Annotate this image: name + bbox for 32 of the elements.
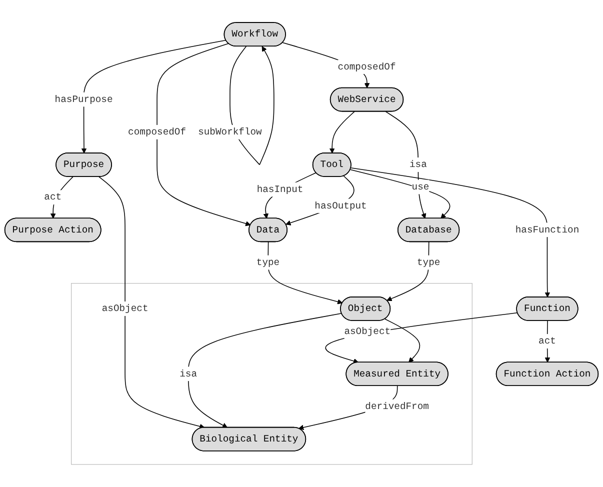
edge-label: hasInput <box>256 184 304 195</box>
arrow <box>188 313 342 428</box>
edge-label: asObject <box>102 303 148 314</box>
arrow <box>325 312 518 364</box>
edge-label: hasFunction <box>515 224 580 236</box>
edge-label: type <box>416 257 440 268</box>
arrow <box>384 318 420 363</box>
arrow <box>350 167 550 298</box>
edge-label: isa <box>180 368 197 380</box>
edge-label: subWorkflow <box>198 126 262 138</box>
arrow <box>81 40 226 154</box>
edge-label: type <box>256 257 280 268</box>
edge-label: isa <box>409 159 427 170</box>
arrow <box>50 176 74 219</box>
arrow <box>385 111 426 219</box>
edge-label: asObject <box>344 326 391 337</box>
arrow <box>386 242 430 302</box>
cluster <box>71 283 472 465</box>
arrow <box>98 176 205 429</box>
arrow <box>544 320 550 363</box>
edge-label: hasPurpose <box>54 94 113 105</box>
edge-label: composedOf <box>338 61 396 72</box>
edge-label: composedOf <box>128 126 186 138</box>
edge-label: act <box>538 336 556 347</box>
edge-label: hasOutput <box>314 200 367 212</box>
arrow <box>329 111 355 154</box>
arrow <box>156 43 251 226</box>
arrow <box>268 242 343 304</box>
edge-label: derivedFrom <box>365 401 429 412</box>
edge-label: act <box>44 192 62 203</box>
arrow <box>350 169 450 219</box>
edge-label: use <box>412 182 430 192</box>
